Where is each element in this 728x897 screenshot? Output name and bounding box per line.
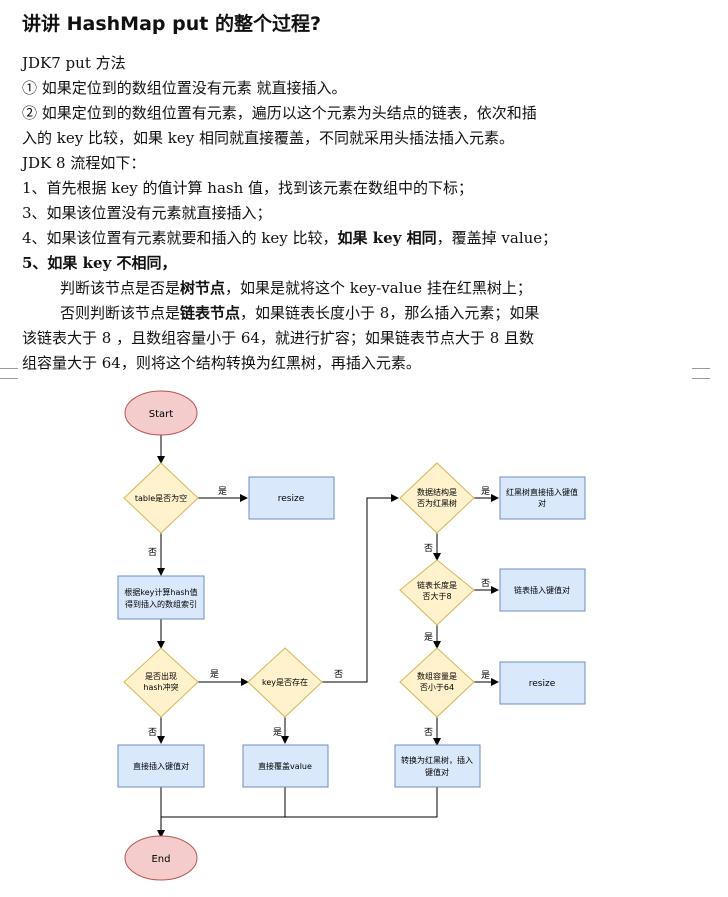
label-no-4: 否 bbox=[424, 543, 433, 554]
label-no-1: 否 bbox=[148, 547, 157, 558]
tree-node-pre: 判断该节点是否是 bbox=[60, 279, 181, 297]
decision-list-length-line2: 否大于8 bbox=[422, 591, 451, 601]
tree-node-bold: 树节点 bbox=[180, 279, 226, 297]
process-hash-index-line1: 根据key计算hash值 bbox=[124, 587, 197, 597]
flow-connectors bbox=[157, 435, 499, 838]
decision-is-tree bbox=[399, 462, 475, 534]
process-tree-insert bbox=[499, 476, 586, 520]
decision-table-empty bbox=[123, 462, 199, 534]
decision-key-exists bbox=[247, 647, 323, 718]
label-yes-5: 是 bbox=[424, 632, 433, 643]
decision-capacity-line2: 否小于64 bbox=[420, 683, 454, 692]
end-label: End bbox=[151, 854, 170, 865]
decision-collision-line2: hash冲突 bbox=[143, 682, 178, 692]
decision-key-exists-label: key是否存在 bbox=[262, 677, 308, 687]
label-no-6: 否 bbox=[424, 727, 433, 738]
list-node-line-3: 组容量大于 64，则将这个结构转换为红黑树，再插入元素。 bbox=[22, 354, 421, 372]
process-tree-insert-line1: 红黑树直接插入键值 bbox=[506, 487, 578, 497]
process-overwrite bbox=[242, 744, 329, 788]
jdk8-step-4-text: 4、如果该位置有元素就要和插入的 key 比较， bbox=[22, 229, 338, 247]
jdk8-step-4-tail: ，覆盖掉 value； bbox=[436, 229, 558, 247]
decision-list-length bbox=[399, 559, 475, 626]
jdk8-step-1: 1、首先根据 key 的值计算 hash 值，找到该元素在数组中的下标； bbox=[22, 179, 474, 197]
right-margin-mark bbox=[692, 368, 710, 379]
edge-overwrite-merge bbox=[161, 787, 286, 818]
process-direct-insert bbox=[117, 744, 205, 788]
document-title: 讲讲 HashMap put 的整个过程? bbox=[22, 13, 321, 35]
start-label: Start bbox=[149, 409, 174, 420]
process-list-insert bbox=[499, 568, 586, 612]
decision-collision bbox=[123, 647, 199, 718]
process-treeify-line1: 转换为红黑树，插入 bbox=[401, 755, 473, 765]
list-node-pre: 否则判断该节点是 bbox=[60, 304, 181, 322]
process-resize-top-label: resize bbox=[278, 494, 305, 504]
edge-treeify-merge bbox=[285, 787, 438, 818]
process-resize-right-label: resize bbox=[529, 679, 556, 689]
decision-capacity bbox=[399, 647, 475, 718]
process-resize-top bbox=[248, 476, 335, 520]
jdk8-step-4: 4、如果该位置有元素就要和插入的 key 比较，如果 key 相同，覆盖掉 va… bbox=[22, 226, 557, 251]
tree-node-post: ，如果是就将这个 key-value 挂在红黑树上； bbox=[225, 279, 532, 297]
label-yes-4: 是 bbox=[481, 486, 490, 497]
decision-collision-line1: 是否出现 bbox=[145, 671, 177, 681]
list-node-line: 否则判断该节点是链表节点，如果链表长度小于 8，那么插入元素；如果 bbox=[22, 301, 539, 326]
label-yes-2: 是 bbox=[210, 669, 219, 680]
process-hash-index-line2: 得到插入的数组索引 bbox=[125, 599, 197, 609]
process-list-insert-label: 链表插入键值对 bbox=[514, 585, 570, 595]
jdk7-heading: JDK7 put 方法 bbox=[22, 54, 126, 72]
jdk7-step-2-cont: 入的 key 比较，如果 key 相同就直接覆盖，不同就采用头插法插入元素。 bbox=[22, 129, 514, 147]
process-treeify bbox=[394, 744, 481, 788]
jdk8-step-4-bold: 如果 key 相同 bbox=[337, 229, 437, 247]
jdk7-step-1: ① 如果定位到的数组位置没有元素 就直接插入。 bbox=[22, 79, 347, 97]
process-direct-insert-label: 直接插入键值对 bbox=[133, 761, 189, 771]
process-resize-right bbox=[499, 661, 586, 705]
process-tree-insert-line2: 对 bbox=[538, 498, 546, 508]
decision-table-empty-label: table是否为空 bbox=[135, 493, 187, 503]
label-yes-1: 是 bbox=[218, 486, 227, 497]
process-hash-index bbox=[117, 575, 205, 620]
label-no-3: 否 bbox=[148, 727, 157, 738]
process-overwrite-label: 直接覆盖value bbox=[258, 761, 312, 771]
tree-node-line: 判断该节点是否是树节点，如果是就将这个 key-value 挂在红黑树上； bbox=[22, 276, 532, 301]
label-yes-6: 是 bbox=[481, 670, 490, 681]
jdk8-heading: JDK 8 流程如下： bbox=[22, 154, 146, 172]
jdk8-step-3: 3、如果该位置没有元素就直接插入； bbox=[22, 204, 272, 222]
list-node-post: ，如果链表长度小于 8，那么插入元素；如果 bbox=[240, 304, 540, 322]
left-margin-mark bbox=[0, 368, 18, 379]
decision-is-tree-line2: 否为红黑树 bbox=[417, 498, 457, 508]
decision-is-tree-line1: 数据结构是 bbox=[417, 487, 457, 497]
end-node bbox=[124, 835, 198, 881]
decision-capacity-line1: 数组容量是 bbox=[417, 671, 457, 681]
label-no-2: 否 bbox=[334, 669, 343, 680]
process-treeify-line2: 键值对 bbox=[425, 767, 449, 777]
start-node bbox=[124, 390, 198, 436]
list-node-bold: 链表节点 bbox=[180, 304, 241, 322]
edge-key-tree bbox=[322, 494, 399, 683]
list-node-line-2: 该链表大于 8 ，且数组容量小于 64，就进行扩容；如果链表节点大于 8 且数 bbox=[22, 329, 535, 347]
decision-list-length-line1: 链表长度是 bbox=[417, 580, 457, 590]
label-no-5: 否 bbox=[481, 578, 490, 589]
label-yes-3: 是 bbox=[273, 727, 282, 738]
jdk7-step-2: ② 如果定位到的数组位置有元素，遍历以这个元素为头结点的链表，依次和插 bbox=[22, 104, 537, 122]
jdk8-step-5: 5、如果 key 不相同， bbox=[22, 251, 177, 276]
put-flowchart: 是 否 是 否 否 是 是 否 否 是 是 否 Start table是否为空 … bbox=[117, 390, 586, 881]
jdk8-step-5-bold: 5、如果 key 不相同， bbox=[22, 254, 177, 272]
